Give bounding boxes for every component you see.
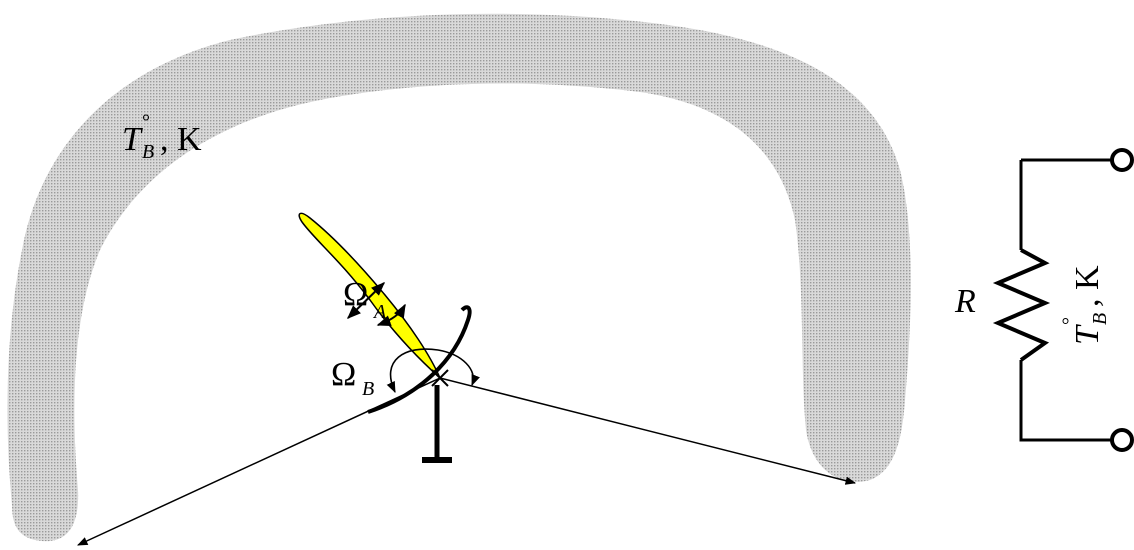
beam-solid-angle-symbol: Ω: [343, 276, 368, 313]
source-solid-angle-symbol: Ω: [331, 356, 356, 393]
resistor-temperature-label: T ° B , K: [1059, 265, 1111, 345]
source-solid-angle-subscript: B: [362, 378, 374, 400]
resistor-temperature-degree: °: [1059, 317, 1081, 325]
left-edge-ray: [78, 378, 440, 545]
dish-antenna-icon: [368, 307, 470, 460]
source-temperature-subscript: B: [142, 141, 154, 163]
source-temperature-symbol: T: [122, 121, 143, 158]
equivalent-circuit: [998, 150, 1132, 450]
source-solid-angle-label: Ω B: [331, 356, 374, 400]
resistor-icon: [998, 250, 1045, 360]
resistor-temperature-subscript: B: [1089, 313, 1111, 325]
terminal-icon: [1112, 430, 1132, 450]
resistor-temperature-unit: , K: [1069, 265, 1106, 307]
resistor-temperature-symbol: T: [1069, 324, 1106, 345]
source-temperature-unit: , K: [160, 121, 202, 158]
beam-solid-angle-subscript: A: [372, 301, 387, 323]
circuit-wire-bottom: [1021, 360, 1112, 440]
resistor-label: R: [954, 283, 976, 320]
right-edge-ray: [440, 378, 855, 483]
terminal-icon: [1112, 150, 1132, 170]
source-temperature-degree: °: [142, 111, 150, 133]
